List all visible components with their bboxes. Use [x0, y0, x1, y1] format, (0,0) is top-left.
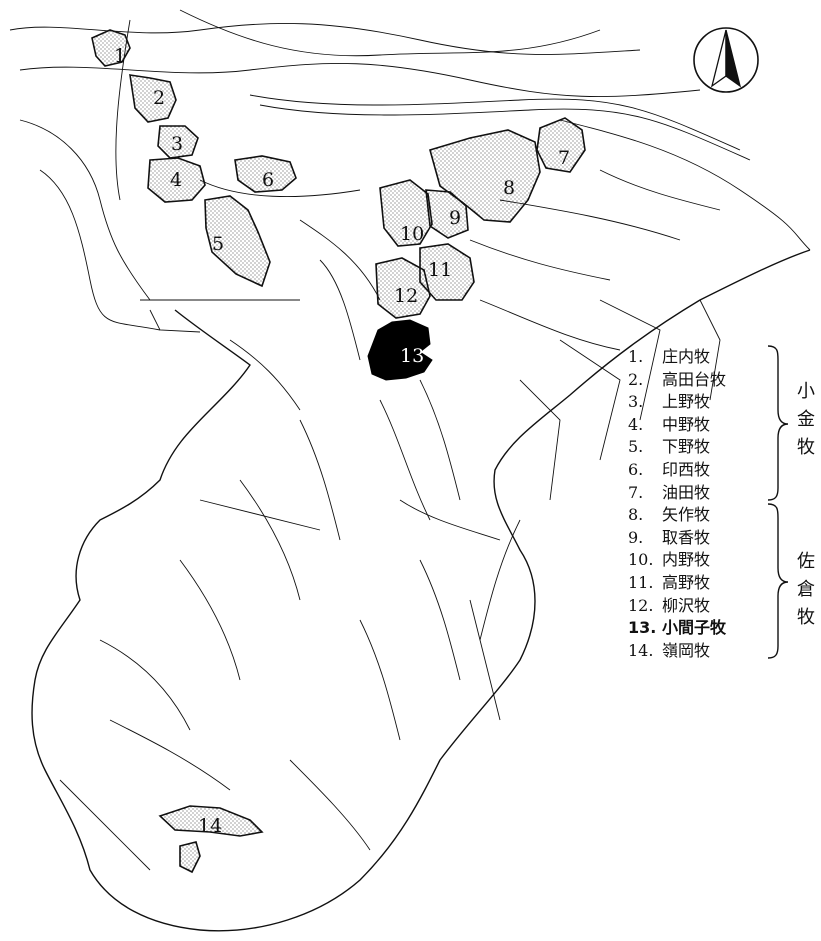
legend-item: 6. 印西牧 [628, 459, 726, 482]
legend-name: 油田牧 [662, 482, 711, 502]
group-char: 佐 [797, 551, 815, 572]
region-1 [91, 29, 131, 67]
legend-item: 4. 中野牧 [628, 414, 726, 437]
region-13 [367, 319, 433, 381]
legend-brackets [767, 345, 789, 659]
legend-item: 14. 嶺岡牧 [628, 640, 726, 663]
legend-item: 1. 庄内牧 [628, 346, 726, 369]
group-label-kogane: 小 金 牧 [795, 378, 817, 462]
group-char: 倉 [797, 579, 815, 600]
legend-name: 矢作牧 [662, 505, 711, 525]
legend-name: 上野牧 [662, 392, 711, 412]
legend-item-highlighted: 13.小間子牧 [628, 617, 726, 640]
legend-number: 5. [628, 437, 644, 457]
region-6 [234, 155, 297, 193]
region-label-3: 3 [171, 133, 183, 155]
region-label-11: 11 [428, 259, 452, 281]
legend-number: 11. [628, 572, 654, 592]
region-label-10: 10 [400, 223, 424, 245]
legend-number: 9. [628, 527, 644, 547]
legend-item: 3. 上野牧 [628, 391, 726, 414]
legend-name: 小間子牧 [662, 618, 727, 638]
region-label-14: 14 [198, 815, 222, 837]
legend-name: 取香牧 [662, 527, 711, 547]
legend-number: 8. [628, 505, 644, 525]
legend-number: 14. [628, 640, 654, 660]
group-char: 金 [797, 409, 815, 430]
legend-item: 8. 矢作牧 [628, 504, 726, 527]
legend-name: 庄内牧 [662, 347, 711, 366]
legend-item: 10. 内野牧 [628, 549, 726, 572]
region-label-4: 4 [170, 169, 182, 191]
legend-name: 柳沢牧 [662, 595, 711, 615]
legend-item: 11. 高野牧 [628, 572, 726, 595]
group-char: 牧 [797, 437, 815, 458]
legend-item: 12. 柳沢牧 [628, 595, 726, 618]
region-4 [147, 157, 206, 203]
legend-number: 2. [628, 369, 644, 389]
legend-name: 内野牧 [662, 550, 711, 570]
legend: 1. 庄内牧 2. 高田台牧 3. 上野牧 4. 中野牧 5. 下野牧 6. 印西牧 7. 油… [628, 346, 726, 662]
region-label-2: 2 [153, 87, 165, 109]
region-label-5: 5 [212, 233, 224, 255]
region-7 [536, 117, 586, 173]
legend-name: 高田台牧 [662, 369, 727, 389]
legend-item: 5. 下野牧 [628, 436, 726, 459]
region-labels: 1 2 3 4 5 6 7 8 9 10 11 12 13 14 [114, 45, 570, 837]
maki-regions [91, 29, 586, 874]
group-label-sakura: 佐 倉 牧 [795, 548, 817, 632]
group-char: 小 [797, 381, 815, 402]
legend-name: 中野牧 [662, 414, 711, 434]
region-3 [157, 125, 199, 159]
group-char: 牧 [797, 607, 815, 628]
legend-number: 3. [628, 392, 644, 412]
region-label-13: 13 [400, 345, 424, 367]
legend-name: 嶺岡牧 [662, 640, 711, 660]
legend-number: 6. [628, 459, 644, 479]
region-14b [179, 841, 201, 874]
legend-item: 9. 取香牧 [628, 527, 726, 550]
region-label-9: 9 [449, 207, 461, 229]
legend-number: 12. [628, 595, 654, 615]
legend-number: 7. [628, 482, 644, 502]
region-label-7: 7 [558, 147, 570, 169]
region-label-1: 1 [114, 45, 126, 67]
legend-number: 13. [628, 618, 657, 638]
region-14 [158, 805, 264, 837]
region-label-12: 12 [394, 285, 418, 307]
legend-name: 印西牧 [662, 459, 711, 479]
legend-name: 高野牧 [662, 572, 711, 592]
legend-item: 2. 高田台牧 [628, 369, 726, 392]
region-10 [379, 179, 433, 247]
legend-number: 1. [628, 347, 644, 366]
coastline [31, 249, 811, 932]
legend-name: 下野牧 [662, 437, 711, 457]
region-label-8: 8 [503, 177, 515, 199]
legend-item: 7. 油田牧 [628, 482, 726, 505]
region-2 [129, 74, 177, 123]
background-linework [9, 9, 811, 871]
bracket-sakura [767, 503, 789, 659]
north-arrow-icon [693, 27, 759, 93]
legend-number: 10. [628, 550, 654, 570]
region-5 [204, 195, 271, 288]
region-12 [375, 257, 431, 319]
bracket-kogane [767, 345, 789, 501]
legend-number: 4. [628, 414, 644, 434]
region-label-6: 6 [262, 169, 274, 191]
